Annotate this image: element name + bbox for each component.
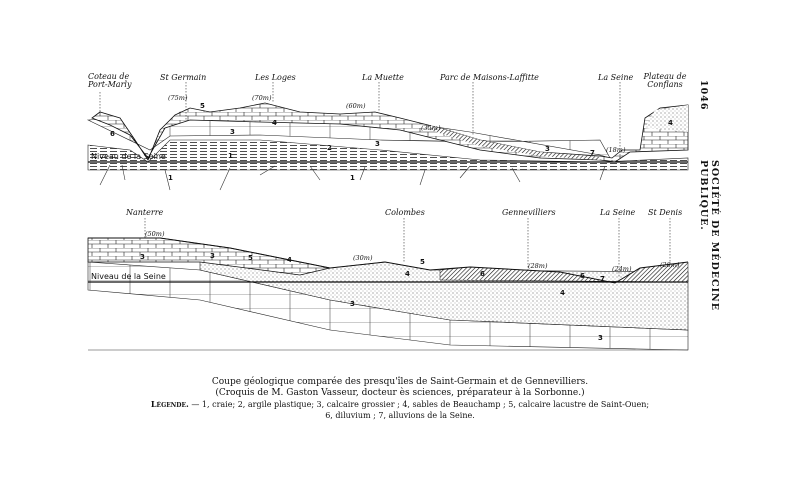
elevation-label: (70m): [252, 94, 272, 102]
layer-number: 4: [560, 289, 565, 297]
layer-number: 2: [327, 144, 332, 152]
top-profile-bottom: [88, 237, 689, 284]
chalk-layer-top: [88, 162, 688, 200]
place-label: St Germain: [160, 73, 206, 82]
legend-line-1: — 1, craie; 2, argile plastique; 3, calc…: [188, 400, 650, 409]
layer-number: 3: [140, 253, 145, 261]
elevation-label: (24m): [612, 265, 632, 273]
layer-number: 1: [168, 174, 173, 182]
layer-number: 5: [248, 254, 253, 262]
figure-caption: Coupe géologique comparée des presqu'île…: [80, 377, 720, 421]
layer-number: 3: [598, 334, 603, 342]
place-label: Les Loges: [254, 73, 296, 82]
elevation-label: (60m): [346, 102, 366, 110]
elevation-label: (35m): [421, 124, 441, 132]
diluvium-parc: [430, 125, 600, 160]
caption-credit: (Croquis de M. Gaston Vasseur, docteur è…: [215, 388, 585, 398]
elevation-label: (75m): [168, 94, 188, 102]
top-section: St Germain Les Loges La Muette Parc de M…: [86, 73, 689, 200]
layer-number: 4: [405, 270, 410, 278]
seine-level-label: Niveau de la Seine: [91, 152, 166, 161]
layer-number: 3: [230, 128, 235, 136]
elevation-label: (50m): [145, 230, 165, 238]
caption-legend: Légende. — 1, craie; 2, argile plastique…: [80, 399, 720, 410]
layer-number: 3: [375, 140, 380, 148]
place-label: Parc de Maisons-Laffitte: [439, 73, 539, 82]
journal-title: SOCIÉTÉ DE MÉDECINE PUBLIQUE.: [698, 160, 720, 311]
elevation-label: (28m): [528, 262, 548, 270]
place-label: La Seine: [599, 208, 636, 217]
running-header: 1046 SOCIÉTÉ DE MÉDECINE PUBLIQUE.: [690, 80, 720, 360]
place-label: Gennevilliers: [502, 208, 556, 217]
place-label: La Seine: [597, 73, 634, 82]
layer-number: 6: [480, 270, 485, 278]
sand-patch-conflans: [645, 105, 688, 132]
legend-label: Légende.: [150, 399, 189, 409]
place-label: St Denis: [648, 208, 682, 217]
place-label-coteau-port-marly: Coteau de Port-Marly: [88, 72, 132, 89]
layer-number: 4: [287, 256, 292, 264]
layer-number: 4: [668, 119, 673, 127]
legend-line-2: 6, diluvium ; 7, alluvions de la Seine.: [325, 411, 475, 420]
bottom-section: Nanterre Colombes Gennevilliers La Seine…: [87, 208, 689, 351]
place-label-plateau-conflans: Plateau de Conflans: [643, 72, 687, 89]
elevation-label: (28m): [660, 261, 680, 269]
layer-number: 4: [272, 119, 277, 127]
page-number: 1046: [698, 80, 709, 111]
caption-title: Coupe géologique comparée des presqu'île…: [211, 377, 589, 387]
seine-level-label: Niveau de la Seine: [91, 272, 166, 281]
layer-number: 6: [110, 130, 115, 138]
layer-number: 3: [350, 300, 355, 308]
layer-number: 3: [210, 252, 215, 260]
locality-markers-top: [99, 82, 621, 158]
layer-number: 7: [600, 275, 605, 283]
layer-number: 3: [545, 145, 550, 153]
layer-number: 1: [350, 174, 355, 182]
elevation-label: (30m): [353, 254, 373, 262]
place-label: La Muette: [361, 73, 404, 82]
layer-number: 6: [580, 272, 585, 280]
chalk-fissures-top: [99, 164, 606, 191]
layer-number: 5: [420, 258, 425, 266]
top-profile-upper: [91, 102, 689, 163]
layer-number: 1: [228, 152, 233, 160]
place-label: Colombes: [385, 208, 425, 217]
locality-markers-bottom: [144, 218, 671, 278]
place-label: Nanterre: [125, 208, 164, 217]
layer-number: 5: [200, 102, 205, 110]
layer-number: 7: [590, 149, 595, 157]
elevation-label: (18m): [606, 146, 626, 154]
